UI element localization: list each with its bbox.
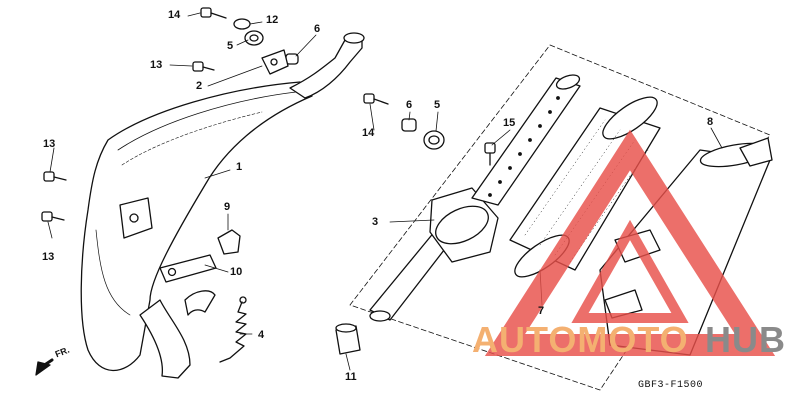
- callout-15: 15: [503, 117, 516, 129]
- callout-9: 9: [224, 201, 231, 213]
- callout-8: 8: [707, 116, 714, 128]
- bolt-15: [484, 142, 496, 166]
- exhaust-spring: [219, 296, 247, 363]
- rubber-collar-5-middle: [423, 130, 445, 150]
- bolt-13-upper: [192, 61, 215, 72]
- callout-3: 3: [372, 216, 379, 228]
- callout-6-middle: 6: [406, 99, 413, 111]
- watermark-brand-part2: HUB: [705, 319, 786, 360]
- front-direction-arrow: [35, 358, 54, 376]
- callout-5-middle: 5: [434, 99, 441, 111]
- bolt-13-top: [43, 171, 67, 182]
- rubber-collar-5-upper: [244, 30, 264, 46]
- callout-13-left: 13: [43, 138, 56, 150]
- callout-11: 11: [345, 371, 357, 383]
- silencer-assembly-frame: [349, 44, 771, 391]
- drawing-code: GBF3-F1500: [638, 380, 704, 391]
- callout-13-lower: 13: [42, 251, 55, 263]
- callout-7: 7: [538, 305, 545, 317]
- washer-12: [233, 18, 251, 30]
- bolt-13-lower: [41, 211, 65, 222]
- callout-12: 12: [266, 14, 279, 26]
- watermark-triangle: [484, 129, 776, 356]
- exhaust-pipe-chamber: [80, 32, 365, 379]
- rubber-mount: [217, 229, 241, 255]
- callout-2: 2: [196, 80, 203, 92]
- collar-6-middle: [401, 118, 417, 132]
- callout-5-upper: 5: [227, 40, 234, 52]
- callout-13-upper: 13: [150, 59, 163, 71]
- callout-14-middle: 14: [362, 127, 375, 139]
- collar-11: [335, 323, 361, 355]
- watermark-brand-part1: AUTOMOTO: [472, 319, 689, 360]
- callout-1: 1: [236, 161, 243, 173]
- callout-14-upper: 14: [168, 9, 181, 21]
- silencer-inner-pipe: [369, 74, 581, 322]
- callout-10: 10: [230, 266, 243, 278]
- mounting-plate: [159, 254, 217, 283]
- callout-6-upper: 6: [314, 23, 321, 35]
- bolt-14-upper: [200, 7, 227, 19]
- stay-2: [261, 49, 289, 75]
- callout-4: 4: [258, 329, 265, 341]
- bolt-14-middle: [363, 93, 389, 105]
